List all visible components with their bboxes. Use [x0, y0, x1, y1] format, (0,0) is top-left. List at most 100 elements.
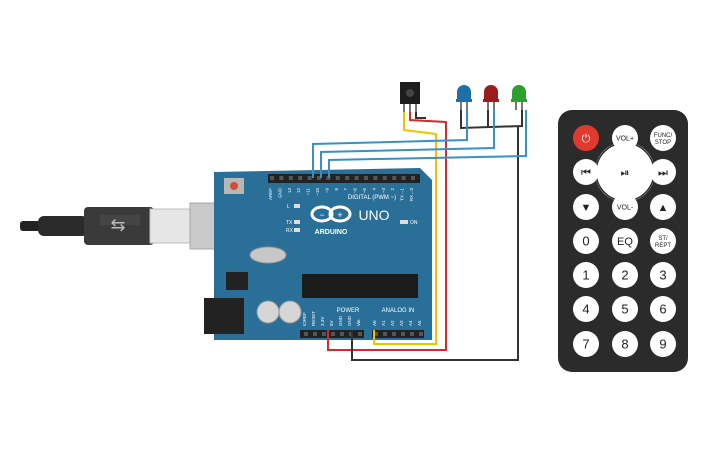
wire-ir-vcc [327, 112, 447, 351]
on-label: ON [410, 220, 418, 226]
pin-label: ~6 [353, 188, 358, 194]
led-tx-label: TX [286, 220, 293, 226]
wire-led-gnd-bus [460, 110, 523, 130]
wire-led-blue [312, 110, 468, 178]
led-group [456, 85, 527, 110]
led-rx-label: RX [286, 228, 294, 234]
pin-label: AREF [268, 188, 273, 200]
pin-label: ~3 [381, 188, 386, 194]
pin-label: A0 [372, 320, 377, 326]
analog-label: ANALOG IN [382, 308, 415, 314]
remote-button-label: 1 [582, 268, 589, 283]
ir-receiver [400, 82, 420, 112]
remote-button-label: VOL- [617, 205, 634, 212]
remote-button-label: ST/ [658, 236, 668, 242]
remote-buttons: ⏻ VOL+ FUNC/STOP ⏮ ⏯ ⏭ ▼ VOL- ▲ 0 EQ ST/REPT 1 2 3 4 5 6 7… [573, 125, 676, 357]
remote-button-label: ⏯ [621, 167, 630, 179]
pin-label: 3.3V [320, 317, 325, 326]
remote-button-label: EQ [617, 236, 633, 248]
remote-button-7[interactable]: 7 [573, 331, 599, 357]
pin-label: 7 [343, 188, 348, 191]
brand-label: ARDUINO [315, 229, 348, 236]
remote-button-power[interactable]: ⏻ [573, 125, 599, 151]
remote-button-6[interactable]: 6 [650, 296, 676, 322]
pin-label: 4 [371, 188, 376, 191]
remote-button-label: ⏭ [658, 167, 668, 179]
svg-text:−: − [319, 210, 324, 220]
pin-label: A3 [399, 320, 404, 326]
power-label: POWER [337, 308, 360, 314]
remote-button-play-pause[interactable]: ⏯ [612, 159, 638, 185]
pin-label: RESET [311, 311, 316, 326]
power-jack [204, 298, 244, 334]
pin-label: 13 [287, 188, 292, 194]
pin-label: GND [347, 315, 352, 326]
remote-button-label: 8 [621, 337, 628, 352]
led-blue[interactable] [456, 85, 472, 110]
remote-button-3[interactable]: 3 [650, 262, 676, 288]
remote-button-label: STOP [655, 140, 671, 146]
remote-button-label: 2 [621, 268, 628, 283]
led-red[interactable] [483, 85, 499, 110]
pin-label: ~9 [324, 188, 329, 194]
remote-button-next[interactable]: ⏭ [650, 159, 676, 185]
remote-button-up[interactable]: ▲ [650, 194, 676, 220]
pin-label: ~10 [315, 188, 320, 196]
pin-label: RX←0 [409, 188, 414, 202]
remote-button-label: ⏮ [581, 167, 591, 179]
svg-text:+: + [337, 210, 342, 220]
wire-ir-gnd [415, 112, 426, 119]
remote-button-eq[interactable]: EQ [612, 228, 638, 254]
wire-ir-signal [373, 112, 437, 345]
remote-button-label: 7 [582, 337, 589, 352]
remote-button-2[interactable]: 2 [612, 262, 638, 288]
usb-cable: ⇆ [20, 202, 243, 250]
remote-button-label: ⏻ [582, 133, 591, 145]
wire-led-green [328, 110, 527, 178]
remote-button-label: ▼ [581, 202, 592, 214]
pin-label: TX→1 [400, 188, 405, 201]
pin-label: A1 [381, 320, 386, 326]
remote-button-5[interactable]: 5 [612, 296, 638, 322]
remote-button-1[interactable]: 1 [573, 262, 599, 288]
remote-button-label: 0 [582, 234, 589, 249]
remote-button-9[interactable]: 9 [650, 331, 676, 357]
remote-button-label: REPT [655, 243, 671, 249]
wire-led-red [320, 110, 495, 178]
pin-label: GND [338, 315, 343, 326]
remote-button-label: ▲ [658, 202, 669, 214]
remote-button-label: VOL+ [616, 136, 634, 143]
remote-button-label: 3 [659, 268, 666, 283]
remote-button-down[interactable]: ▼ [573, 194, 599, 220]
digital-label: DIGITAL (PWM ~) [348, 195, 396, 201]
pin-label: 12 [296, 188, 301, 194]
wire-gnd-return [351, 126, 519, 361]
ir-remote: ⏻ VOL+ FUNC/STOP ⏮ ⏯ ⏭ ▼ VOL- ▲ 0 EQ ST/REPT 1 2 3 4 5 6 7… [558, 110, 688, 372]
pin-label: A5 [417, 320, 422, 326]
remote-button-8[interactable]: 8 [612, 331, 638, 357]
arduino-logo: − + [310, 205, 352, 223]
pin-label: ~5 [362, 188, 367, 194]
remote-button-vol-plus[interactable]: VOL+ [612, 125, 638, 151]
led-green[interactable] [511, 85, 527, 110]
pin-label: 5V [329, 320, 334, 326]
remote-button-4[interactable]: 4 [573, 296, 599, 322]
pin-label: ~11 [306, 188, 311, 196]
wires [312, 110, 527, 361]
remote-button-label: 6 [659, 302, 666, 317]
remote-button-label: 9 [659, 337, 666, 352]
remote-button-label: 4 [582, 302, 589, 317]
pin-label: GND [277, 187, 282, 198]
led-l-label: L [287, 204, 290, 210]
svg-text:⇆: ⇆ [110, 215, 125, 235]
remote-button-func-stop[interactable]: FUNC/STOP [650, 125, 676, 151]
remote-button-prev[interactable]: ⏮ [573, 159, 599, 185]
remote-button-st-rept[interactable]: ST/REPT [650, 228, 676, 254]
remote-button-0[interactable]: 0 [573, 228, 599, 254]
microcontroller-chip [302, 274, 418, 298]
remote-button-vol-minus[interactable]: VOL- [612, 194, 638, 220]
pin-label: 2 [390, 188, 395, 191]
